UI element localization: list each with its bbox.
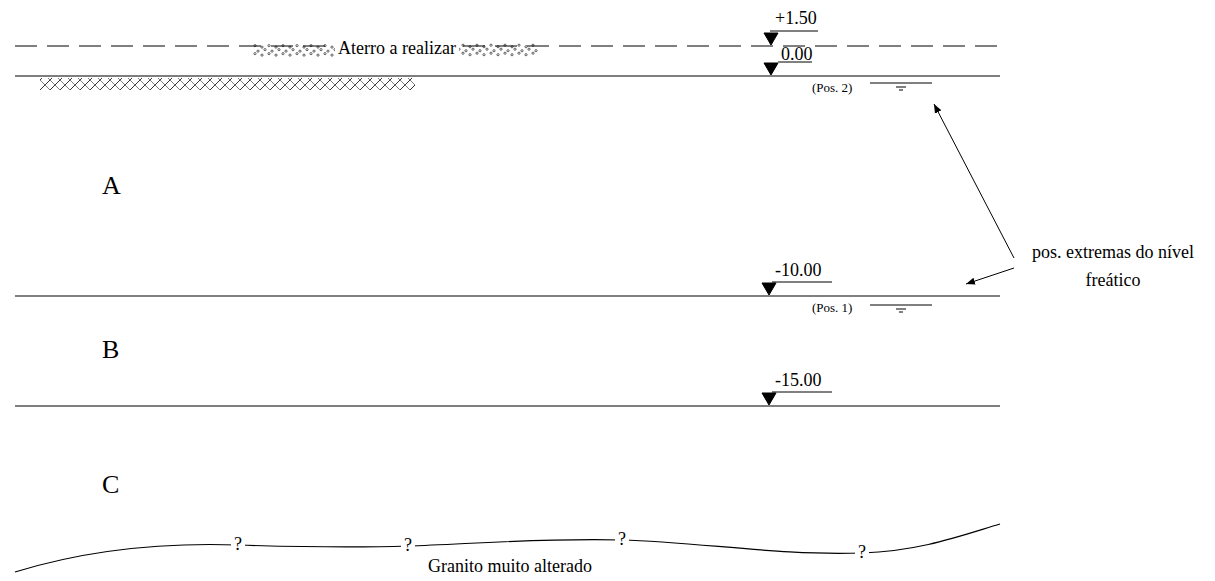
elevation-label: -15.00 [775,370,822,391]
layer-name: C [102,470,119,500]
material-label: Aterro a realizar [335,38,459,59]
uncertain-mark: ? [615,529,629,550]
uncertain-mark: ? [401,535,415,556]
layer-boundary [15,295,1000,296]
layer-boundary [15,405,1000,406]
note-label: pos. extremas do nível freático [1018,238,1208,294]
fill-level-line [15,46,1000,47]
position-label: (Pos. 1) [812,301,852,316]
material-label: Granito muito alterado [428,556,592,577]
position-label: (Pos. 2) [812,81,852,96]
leader-arrow [934,104,1014,284]
uncertain-mark: ? [855,542,869,563]
surface-hatch [40,78,415,90]
layer-name: B [102,335,119,365]
water-table-symbol [870,83,932,312]
layer-name: A [102,171,121,201]
uncertain-mark: ? [231,534,245,555]
ground-line [15,75,1000,76]
elevation-label: +1.50 [775,8,817,29]
elevation-label: 0.00 [781,44,813,65]
elevation-label: -10.00 [775,260,822,281]
